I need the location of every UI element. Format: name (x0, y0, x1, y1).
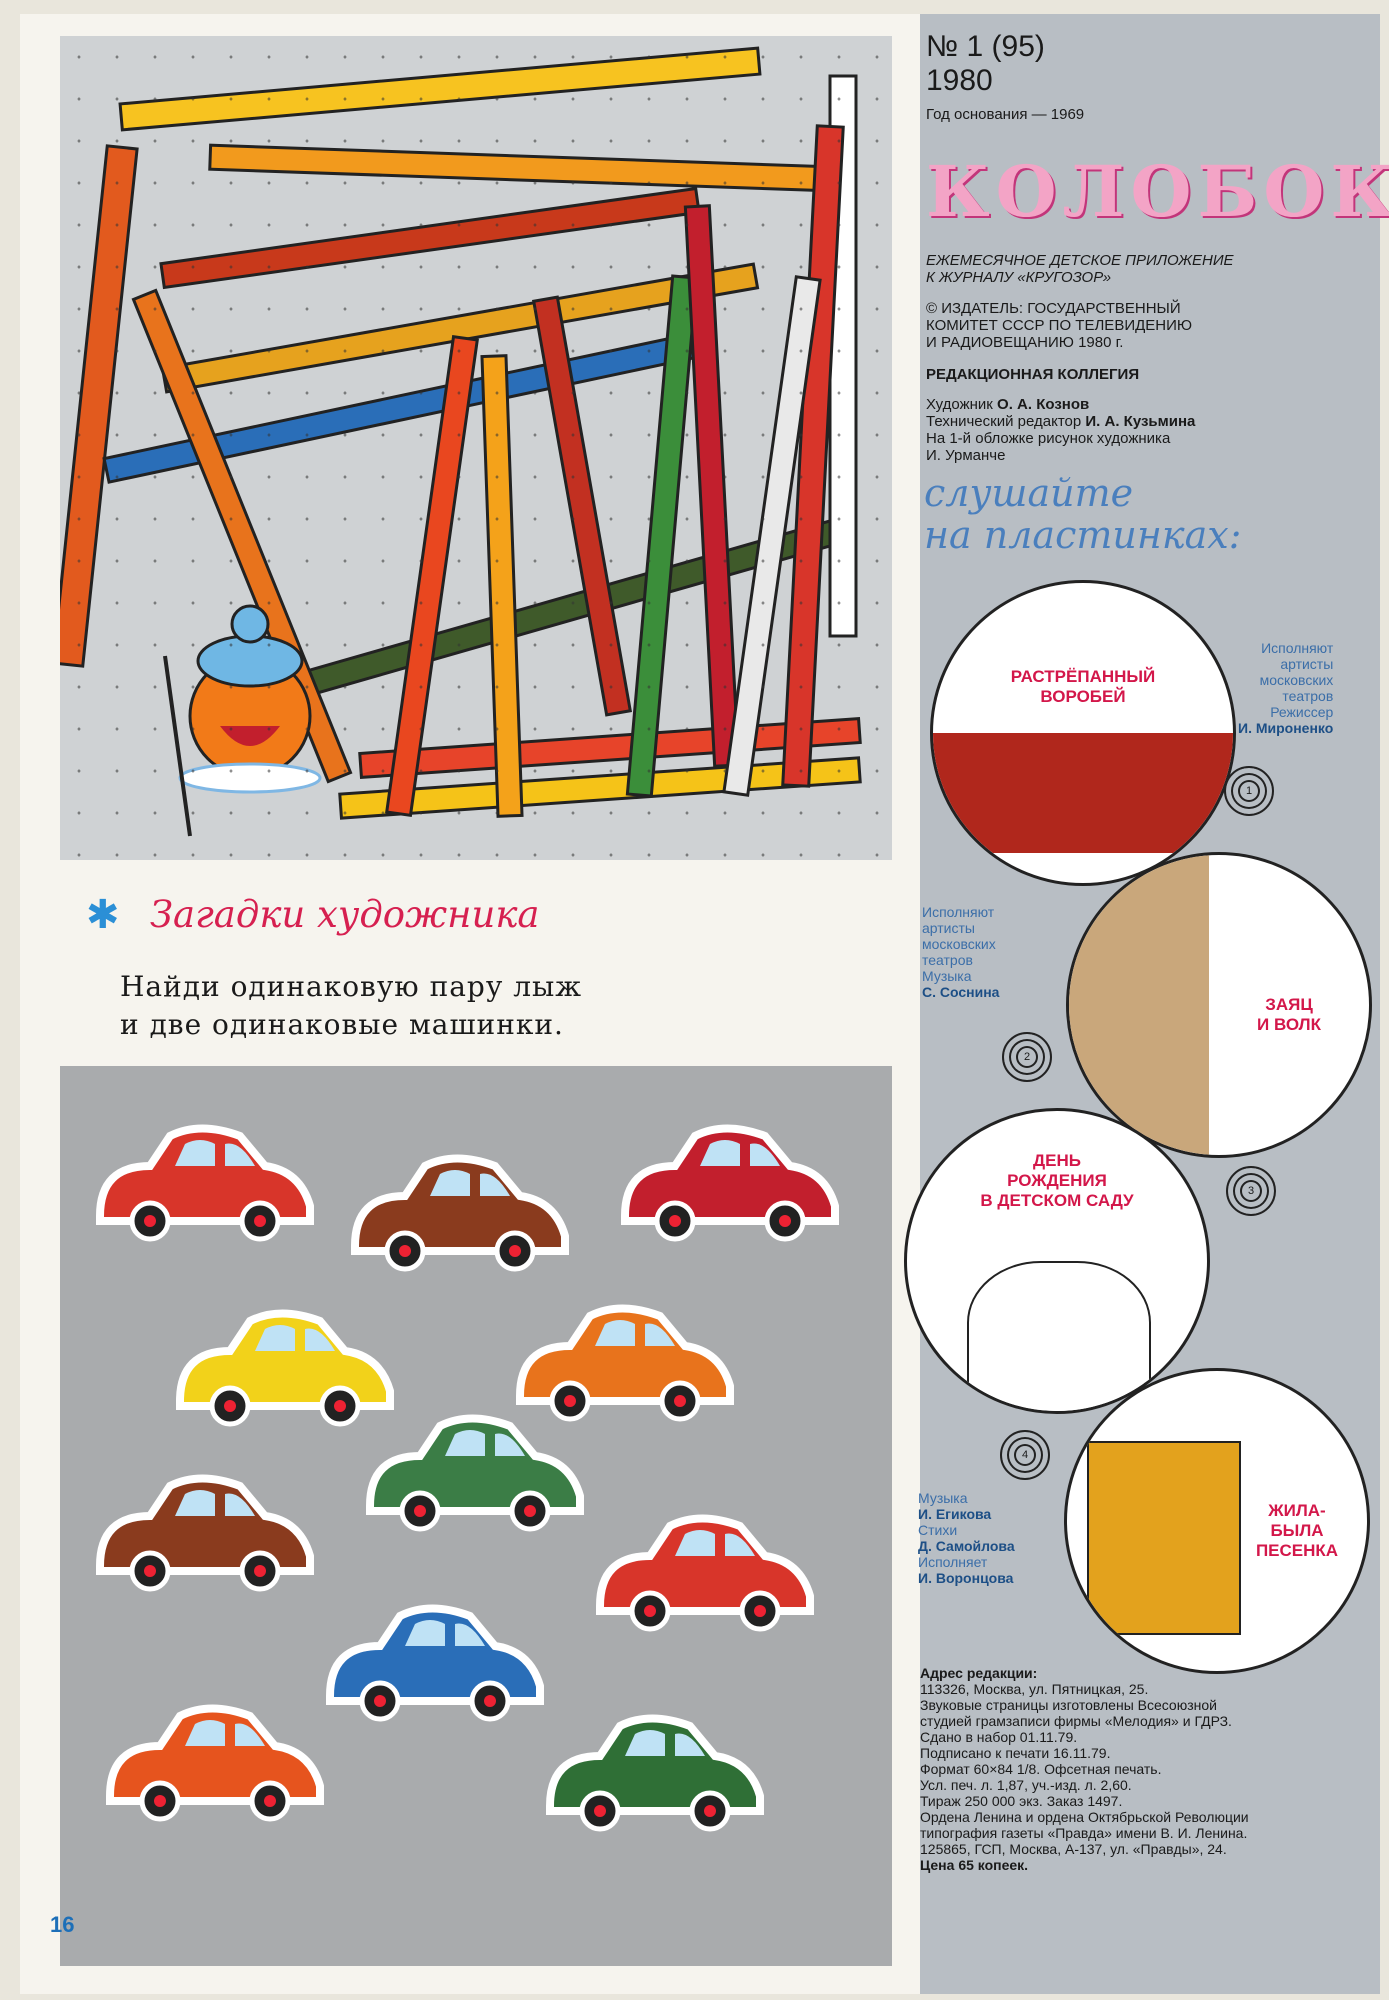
record-1-title: РАСТРЁПАННЫЙ ВОРОБЕЙ (1010, 667, 1156, 706)
record-3-disc: ДЕНЬ РОЖДЕНИЯ В ДЕТСКОМ САДУ (904, 1108, 1210, 1414)
puzzle-text: Найди одинаковую пару лыж и две одинаков… (120, 970, 583, 1041)
record-1-credits: Исполняют артисты московских театров Реж… (1238, 640, 1334, 736)
record-2-title: ЗАЯЦ И ВОЛК (1257, 995, 1321, 1034)
car (625, 1129, 835, 1240)
car (355, 1159, 565, 1270)
record-3-number-icon: 3 (1226, 1166, 1276, 1216)
car (370, 1419, 580, 1530)
editorial-address: Адрес редакции: 113326, Москва, ул. Пятн… (920, 1665, 1249, 1873)
record-4-disc: ЖИЛА- БЫЛА ПЕСЕНКА (1064, 1368, 1370, 1674)
car (550, 1719, 760, 1830)
asterisk-icon: ✱ (86, 893, 120, 937)
listen-heading: слушайте на пластинках: (924, 471, 1242, 557)
record-1-disc: РАСТРЁПАННЫЙ ВОРОБЕЙ (930, 580, 1236, 886)
record-4-number-icon: 4 (1000, 1430, 1050, 1480)
box-image (1087, 1441, 1241, 1635)
kolobok-logo: КОЛОБОК (926, 150, 1389, 233)
car (600, 1519, 810, 1630)
hare-image (1069, 855, 1209, 1155)
magazine-subtitle: ЕЖЕМЕСЯЧНОЕ ДЕТСКОЕ ПРИЛОЖЕНИЕ К ЖУРНАЛУ… (926, 252, 1234, 286)
record-1-number-icon: 1 (1224, 766, 1274, 816)
car (110, 1709, 320, 1820)
girl-face-image (967, 1261, 1151, 1411)
record-3-title: ДЕНЬ РОЖДЕНИЯ В ДЕТСКОМ САДУ (980, 1151, 1134, 1210)
board-members: Художник О. А. Кознов Технический редакт… (926, 396, 1196, 464)
record-2-number-icon: 2 (1002, 1032, 1052, 1082)
car (100, 1479, 310, 1590)
car (330, 1609, 540, 1720)
snow-pattern (60, 36, 892, 860)
skis-illustration (60, 36, 892, 860)
issue-number: № 1 (95) 1980 (926, 30, 1045, 97)
publisher-info: © ИЗДАТЕЛЬ: ГОСУДАРСТВЕННЫЙ КОМИТЕТ СССР… (926, 300, 1193, 351)
car (100, 1129, 310, 1240)
record-2-credits: Исполняют артисты московских театров Муз… (922, 904, 1000, 1000)
record-2-disc: ЗАЯЦ И ВОЛК (1066, 852, 1372, 1158)
car (520, 1309, 730, 1420)
founded-year: Год основания — 1969 (926, 106, 1085, 123)
section-title: Загадки художника (150, 893, 540, 936)
board-title: РЕДАКЦИОННАЯ КОЛЛЕГИЯ (926, 366, 1140, 383)
page-number: 16 (50, 1912, 75, 1937)
cars-drawing (60, 1066, 892, 1966)
record-4-credits: Музыка И. Егикова Стихи Д. Самойлова Исп… (918, 1490, 1015, 1586)
sparrow-image (933, 733, 1233, 853)
car (180, 1314, 390, 1425)
record-4-title: ЖИЛА- БЫЛА ПЕСЕНКА (1255, 1501, 1339, 1560)
cars-illustration (60, 1066, 892, 1966)
